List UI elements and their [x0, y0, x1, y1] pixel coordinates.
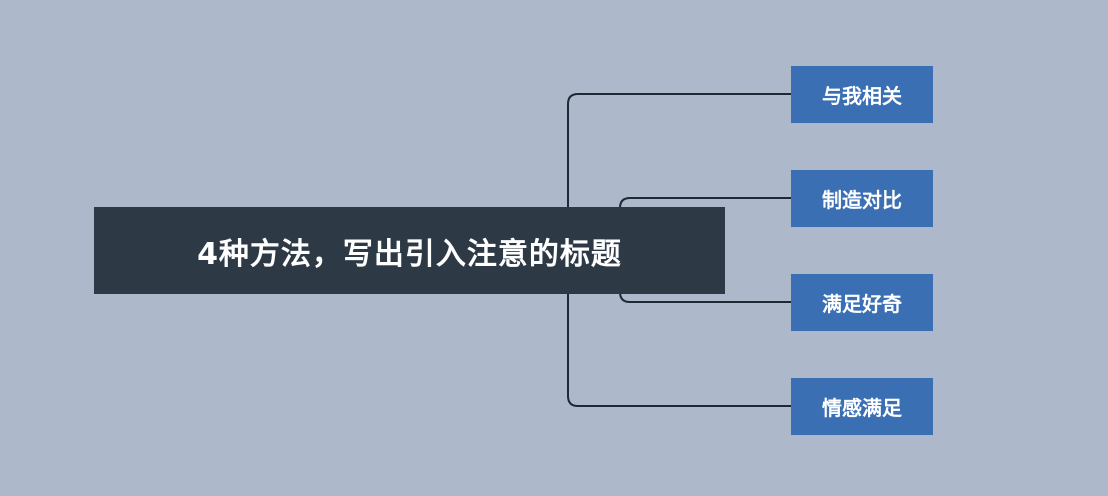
branch-node-3[interactable]: 满足好奇 — [791, 274, 933, 331]
central-topic-label: 4种方法，写出引入注意的标题 — [197, 236, 622, 272]
connector-2 — [619, 197, 791, 209]
branch-label: 与我相关 — [822, 84, 902, 108]
branch-node-2[interactable]: 制造对比 — [791, 170, 933, 227]
central-topic[interactable]: 4种方法，写出引入注意的标题 — [94, 207, 725, 294]
branch-label: 满足好奇 — [822, 292, 902, 316]
branch-label: 情感满足 — [822, 396, 902, 420]
branch-node-4[interactable]: 情感满足 — [791, 378, 933, 435]
branch-label: 制造对比 — [822, 188, 902, 212]
connector-1 — [567, 93, 791, 207]
branch-node-1[interactable]: 与我相关 — [791, 66, 933, 123]
connector-4 — [567, 294, 791, 407]
